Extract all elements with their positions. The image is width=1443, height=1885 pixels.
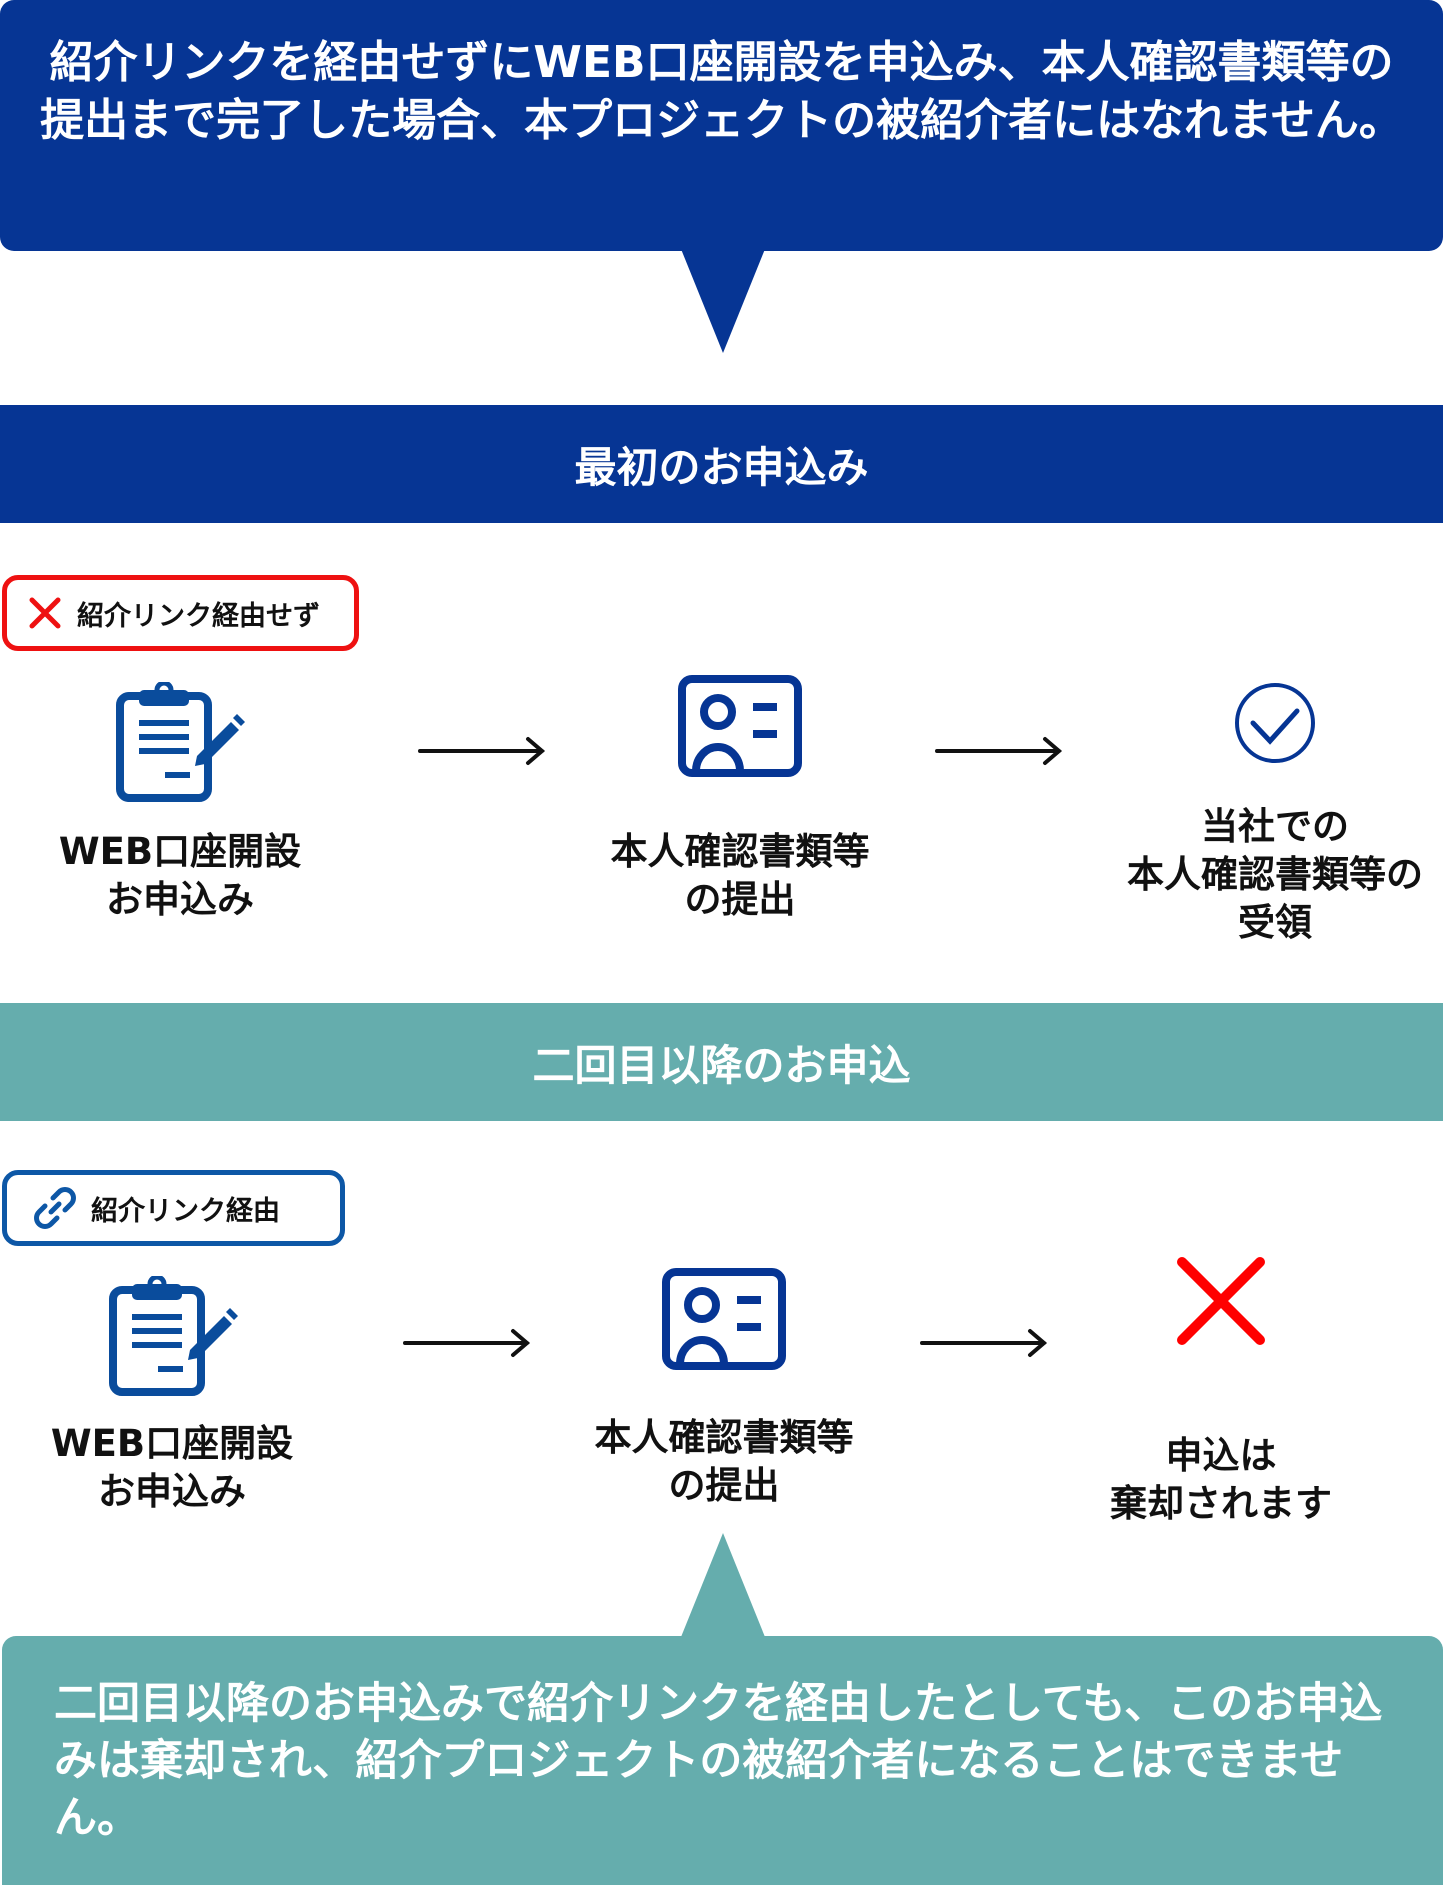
top-callout: 紹介リンクを経由せずにWEB口座開設を申込み、本人確認書類等の提出まで完了した場…: [0, 0, 1443, 251]
check-circle-icon: [1233, 681, 1317, 769]
step-label-line: 受領: [1238, 901, 1312, 944]
step-label-line: 本人確認書類等: [610, 830, 870, 873]
step-label-line: 申込は: [1165, 1434, 1277, 1477]
step-id-received: 当社での 本人確認書類等の 受領: [1115, 803, 1435, 947]
red-x-icon: [1176, 1256, 1266, 1350]
step-label-line: の提出: [684, 878, 796, 921]
top-callout-tail: [681, 249, 765, 353]
first-application-header: 最初のお申込み: [0, 405, 1443, 523]
id-card-icon: [678, 675, 802, 781]
clipboard-pencil-icon: [108, 1274, 238, 1402]
top-callout-text: 紹介リンクを経由せずにWEB口座開設を申込み、本人確認書類等の提出まで完了した場…: [40, 37, 1403, 146]
step-web-application: WEB口座開設 お申込み: [20, 828, 340, 924]
arrow-right-icon: [418, 736, 548, 770]
bottom-callout: 二回目以降のお申込みで紹介リンクを経由したとしても、このお申込みは棄却され、紹介…: [2, 1636, 1443, 1885]
step-application-rejected: 申込は 棄却されます: [1061, 1432, 1381, 1528]
step-label-line: 本人確認書類等の: [1127, 853, 1423, 896]
red-x-icon: [27, 595, 63, 631]
no-referral-link-badge: 紹介リンク経由せず: [2, 575, 359, 651]
second-application-title: 二回目以降のお申込: [532, 1040, 911, 1090]
step-label-line: 当社での: [1201, 805, 1349, 848]
bottom-callout-tail: [681, 1533, 765, 1637]
step-id-submission: 本人確認書類等 の提出: [564, 1414, 884, 1510]
bottom-callout-text: 二回目以降のお申込みで紹介リンクを経由したとしても、このお申込みは棄却され、紹介…: [54, 1679, 1383, 1843]
id-card-icon: [662, 1268, 786, 1374]
step-label-line: お申込み: [98, 1470, 246, 1513]
step-label-line: WEB口座開設: [50, 1422, 294, 1465]
clipboard-pencil-icon: [115, 680, 245, 808]
via-referral-link-badge: 紹介リンク経由: [2, 1170, 345, 1246]
step-label-line: お申込み: [106, 878, 254, 921]
step-label-line: 棄却されます: [1110, 1482, 1332, 1525]
first-application-title: 最初のお申込み: [574, 442, 869, 492]
step-web-application: WEB口座開設 お申込み: [12, 1420, 332, 1516]
step-label-line: WEB口座開設: [58, 830, 302, 873]
arrow-right-icon: [920, 1328, 1050, 1362]
second-application-header: 二回目以降のお申込: [0, 1003, 1443, 1121]
step-label-line: 本人確認書類等: [594, 1416, 854, 1459]
link-icon: [33, 1186, 77, 1230]
step-label-line: の提出: [668, 1464, 780, 1507]
badge-label: 紹介リンク経由: [91, 1195, 280, 1227]
arrow-right-icon: [403, 1328, 533, 1362]
badge-label: 紹介リンク経由せず: [77, 600, 320, 632]
step-id-submission: 本人確認書類等 の提出: [580, 828, 900, 924]
arrow-right-icon: [935, 736, 1065, 770]
